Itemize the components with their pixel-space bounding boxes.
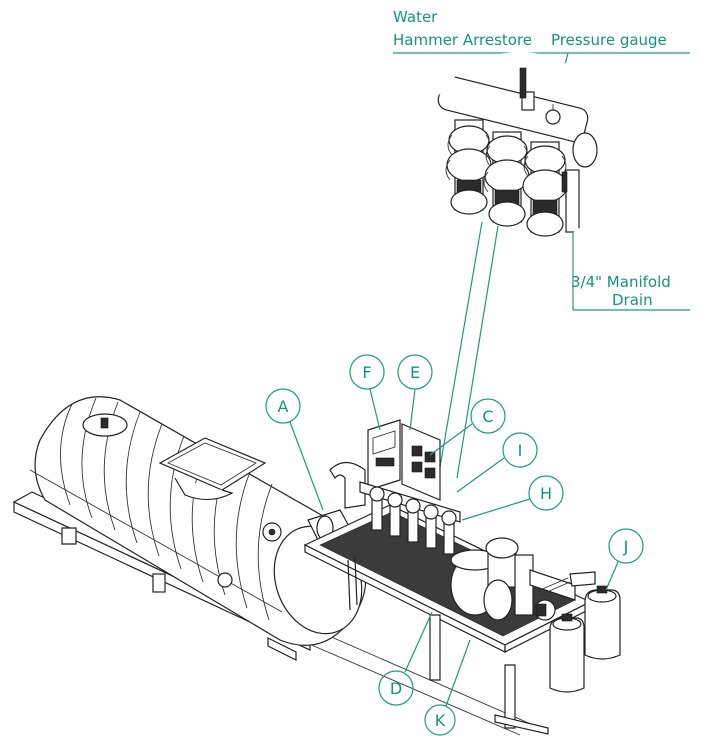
marker-h: H bbox=[540, 484, 552, 503]
marker-c: C bbox=[482, 407, 493, 426]
marker-k: K bbox=[435, 711, 446, 730]
detail-valve-1 bbox=[445, 119, 492, 215]
chemical-tank-1 bbox=[549, 613, 585, 693]
callout-markers: A F E C I H J D K bbox=[265, 354, 644, 736]
marker-j: J bbox=[623, 537, 629, 556]
marker-i-circle bbox=[502, 432, 538, 468]
marker-k-circle bbox=[424, 704, 456, 736]
equipment-skid bbox=[303, 419, 621, 693]
pressure-gauge bbox=[545, 109, 561, 125]
label-water: Water bbox=[393, 8, 438, 26]
label-drain-2: Drain bbox=[612, 291, 653, 309]
marker-c-circle bbox=[470, 398, 506, 434]
manifold-detail-circle bbox=[422, 52, 618, 248]
marker-f: F bbox=[362, 363, 371, 382]
label-hammer-arrestor: Hammer Arrestore bbox=[393, 31, 532, 49]
marker-j-circle bbox=[608, 528, 644, 564]
marker-i: I bbox=[518, 441, 523, 460]
label-pressure-gauge: Pressure gauge bbox=[551, 31, 667, 49]
chemical-tank-2 bbox=[584, 585, 621, 660]
detail-valve-2 bbox=[483, 131, 530, 227]
marker-d: D bbox=[390, 679, 402, 698]
marker-a: A bbox=[278, 397, 289, 416]
marker-e: E bbox=[410, 363, 420, 382]
marker-a-circle bbox=[265, 388, 301, 424]
marker-h-circle bbox=[528, 475, 564, 511]
marker-d-circle bbox=[378, 670, 414, 706]
marker-f-circle bbox=[349, 354, 385, 390]
leader-detail-to-manifold bbox=[439, 221, 483, 468]
manifold-valves bbox=[369, 486, 457, 555]
detail-valve-3 bbox=[522, 141, 568, 237]
label-drain-1: 3/4" Manifold bbox=[571, 273, 671, 291]
detail-callout-top: Water Hammer Arrestore Pressure gauge bbox=[393, 8, 690, 479]
manifold-drain-pipe bbox=[565, 169, 580, 233]
